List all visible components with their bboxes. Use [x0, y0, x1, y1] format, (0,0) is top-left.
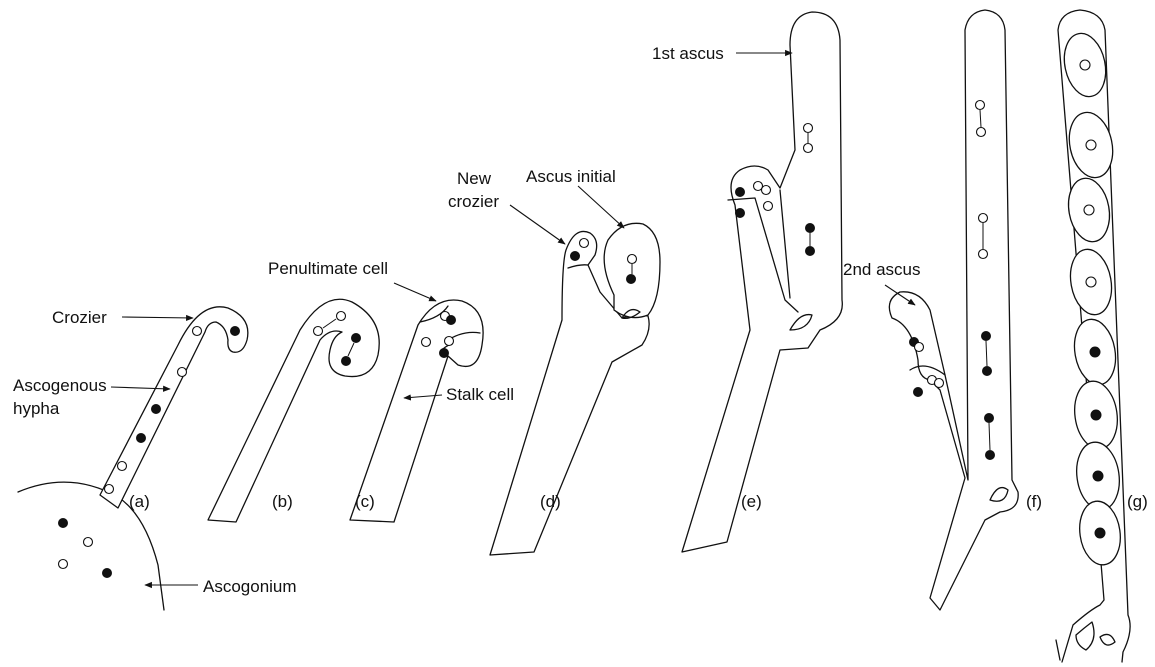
- label-ascus-initial: Ascus initial: [526, 167, 616, 186]
- stage-f-drawing: [885, 10, 1018, 610]
- stage-label-a: (a): [129, 492, 150, 511]
- label-stalk-cell: Stalk cell: [446, 385, 514, 404]
- branching-hypha-e: [682, 12, 842, 552]
- label-crozier-2: crozier: [448, 192, 499, 211]
- stage-label-e: (e): [741, 492, 762, 511]
- nuclei-a: [59, 327, 240, 578]
- label-ascogonium: Ascogonium: [203, 577, 297, 596]
- label-hypha: hypha: [13, 399, 60, 418]
- label-new: New: [457, 169, 492, 188]
- label-first-ascus: 1st ascus: [652, 44, 724, 63]
- stage-label-f: (f): [1026, 492, 1042, 511]
- stage-a-drawing: [18, 307, 248, 610]
- crozier-hypha-a: [100, 307, 248, 508]
- stage-label-g: (g): [1127, 492, 1148, 511]
- label-penultimate-cell: Penultimate cell: [268, 259, 388, 278]
- label-ascogenous: Ascogenous: [13, 376, 107, 395]
- stage-d-drawing: [490, 186, 660, 555]
- stage-g-drawing: [1056, 10, 1130, 662]
- stage-label-b: (b): [272, 492, 293, 511]
- branching-hypha-f: [889, 10, 1018, 610]
- stage-e-drawing: [682, 12, 842, 552]
- label-crozier: Crozier: [52, 308, 107, 327]
- stage-label-d: (d): [540, 492, 561, 511]
- stage-label-c: (c): [355, 492, 375, 511]
- label-second-ascus: 2nd ascus: [843, 260, 921, 279]
